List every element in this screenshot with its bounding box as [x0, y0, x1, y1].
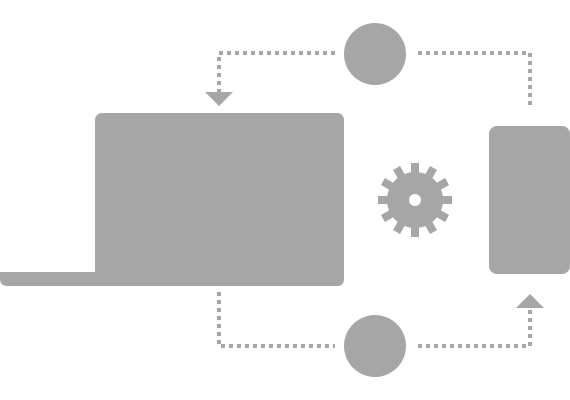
gear-tooth: [411, 225, 419, 237]
gear-tooth: [378, 196, 390, 204]
gear-tooth: [440, 196, 452, 204]
laptop-base: [0, 272, 344, 286]
top-circle-node: [344, 23, 406, 85]
bottom-connector-line: [217, 292, 532, 348]
gear-hole: [409, 194, 421, 206]
top-connector: [205, 51, 532, 106]
bottom-connector: [217, 292, 544, 348]
gear-tooth: [411, 163, 419, 175]
down-arrow-icon: [205, 92, 233, 106]
laptop-screen: [95, 113, 344, 277]
top-connector-line: [217, 51, 532, 105]
gear-icon: [378, 163, 452, 237]
smartphone-icon: [489, 126, 570, 274]
bottom-circle-node: [344, 315, 406, 377]
up-arrow-icon: [516, 294, 544, 308]
laptop-icon: [0, 113, 344, 286]
